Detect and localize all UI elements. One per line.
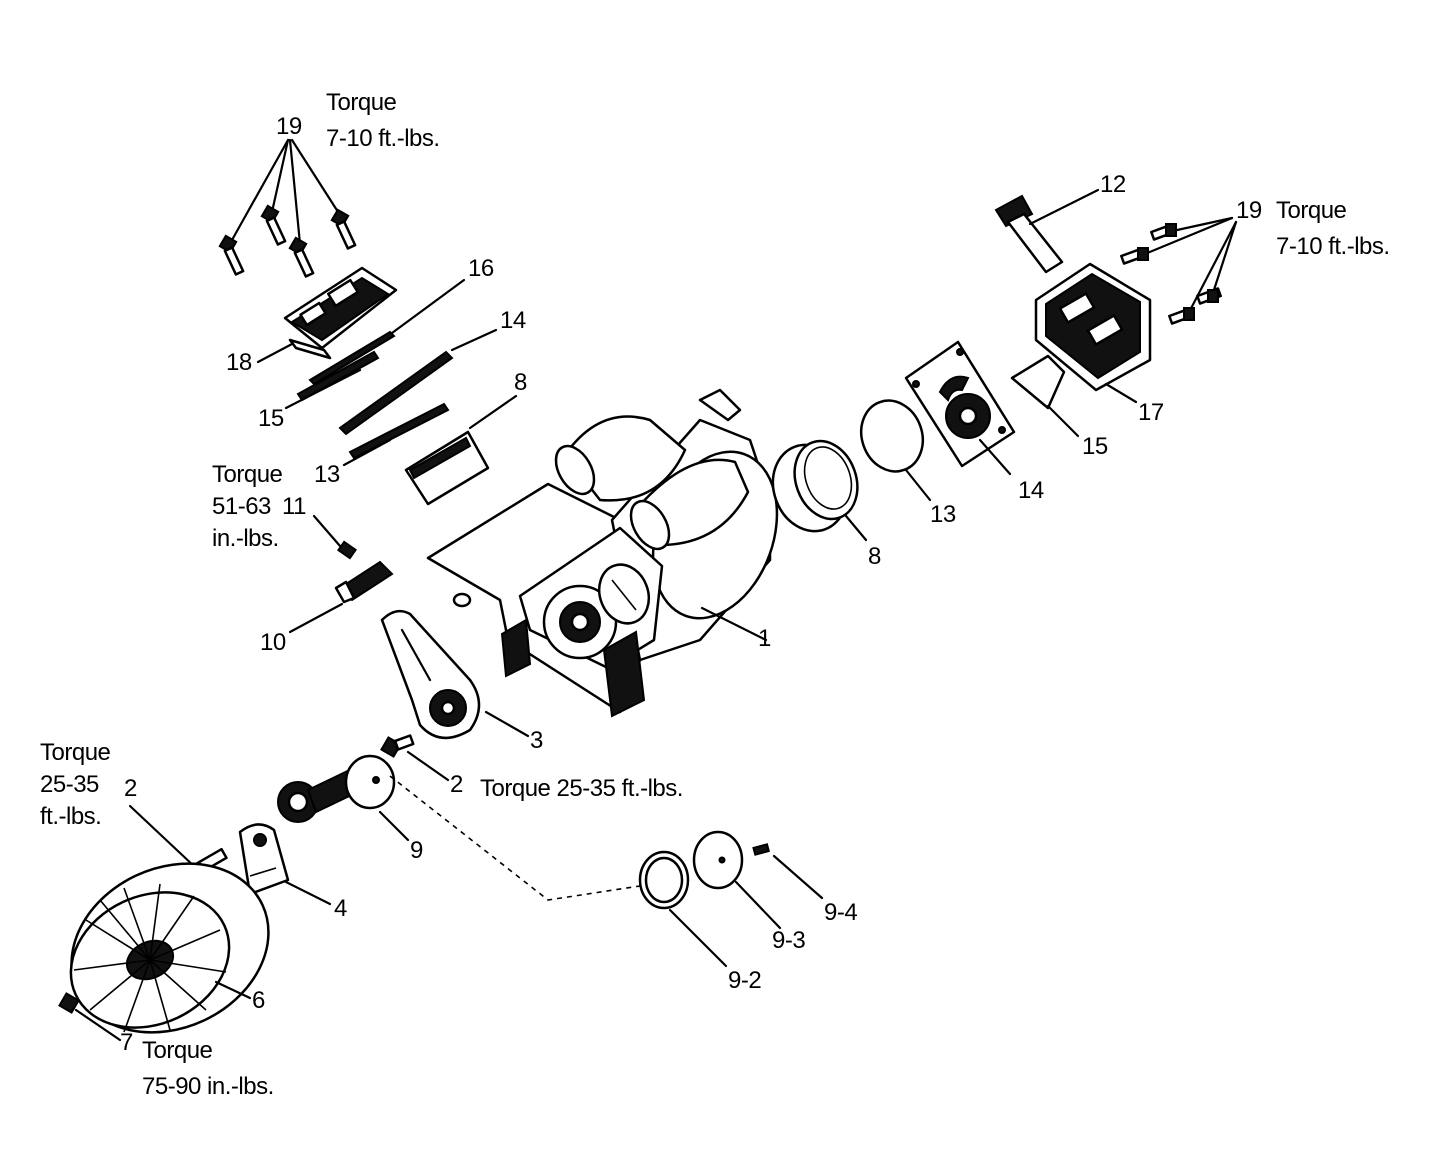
callout-15-right: 15 [1082,433,1108,460]
torque-label-11-line3: in.-lbs. [212,525,279,552]
cylinder-head-17 [1034,262,1152,404]
callout-12: 12 [1100,171,1126,198]
screw-9-4 [752,843,824,900]
callout-15-left: 15 [258,405,284,432]
callout-9-2: 9-2 [728,967,761,994]
torque-label-19-top-line1: Torque [326,89,397,116]
callout-13-right: 13 [930,501,956,528]
callout-1: 1 [758,625,771,652]
callout-2-left: 2 [124,775,137,802]
torque-label-19-top-line2: 7-10 ft.-lbs. [326,125,440,152]
callout-6: 6 [252,987,265,1014]
callout-8-left: 8 [514,369,527,396]
callout-17: 17 [1138,399,1164,426]
callout-14-right: 14 [1018,477,1044,504]
bolt-11 [312,514,357,560]
torque-label-2-right: Torque 25-35 ft.-lbs. [480,775,683,802]
callout-9-4: 9-4 [824,899,857,926]
callout-11: 11 [282,493,306,520]
callout-18: 18 [226,349,252,376]
torque-label-2-left-line3: ft.-lbs. [40,803,101,830]
gasket-15-left [284,350,380,410]
connecting-rod-3 [380,609,530,739]
counterweight-4 [238,823,332,906]
bolts-19-right [1120,216,1238,325]
torque-label-2-left-line1: Torque [40,739,111,766]
valve-12 [994,188,1100,274]
fan-6 [69,862,270,1034]
gasket-15-right [1010,354,1080,438]
screw-2-right [380,734,450,782]
callout-19-top: 19 [276,113,302,140]
fan-bolt-7 [58,992,122,1042]
torque-label-11-line1: Torque [212,461,283,488]
callout-16: 16 [468,255,494,282]
callout-9-3: 9-3 [772,927,805,954]
valve-plate-14-left [338,328,498,436]
callout-10: 10 [260,629,286,656]
torque-label-11-line2: 51-63 [212,493,271,520]
callout-8-right: 8 [868,543,881,570]
eccentric-9 [277,754,641,901]
torque-label-7-line2: 75-90 in.-lbs. [142,1073,274,1100]
gasket-13-left [342,402,450,467]
callout-4: 4 [334,895,347,922]
callout-7: 7 [120,1029,133,1056]
valve-plate-14-right [904,340,1016,476]
diaphragm-plate-9-3 [692,830,782,930]
callout-14-left: 14 [500,307,526,334]
cylinder-sleeve-8-right [771,439,868,542]
callout-19-right: 19 [1236,197,1262,224]
cylinder-sleeve-8-left [404,394,518,506]
torque-label-19-right-line2: 7-10 ft.-lbs. [1276,233,1390,260]
callout-9: 9 [410,837,423,864]
crankcase-1 [426,388,779,718]
wrist-pin-10 [288,560,394,634]
torque-label-2-left-line2: 25-35 [40,771,99,798]
o-ring-13-right [859,399,932,502]
callout-2-right: 2 [450,771,463,798]
torque-label-7-line1: Torque [142,1037,213,1064]
callout-3: 3 [530,727,543,754]
bolts-19-top [218,138,357,278]
callout-13-left: 13 [314,461,340,488]
torque-label-19-right-line1: Torque [1276,197,1347,224]
gasket-16-left [308,278,466,386]
diaphragm-ring-9-2 [638,850,728,968]
cylinder-head-18 [256,266,398,364]
